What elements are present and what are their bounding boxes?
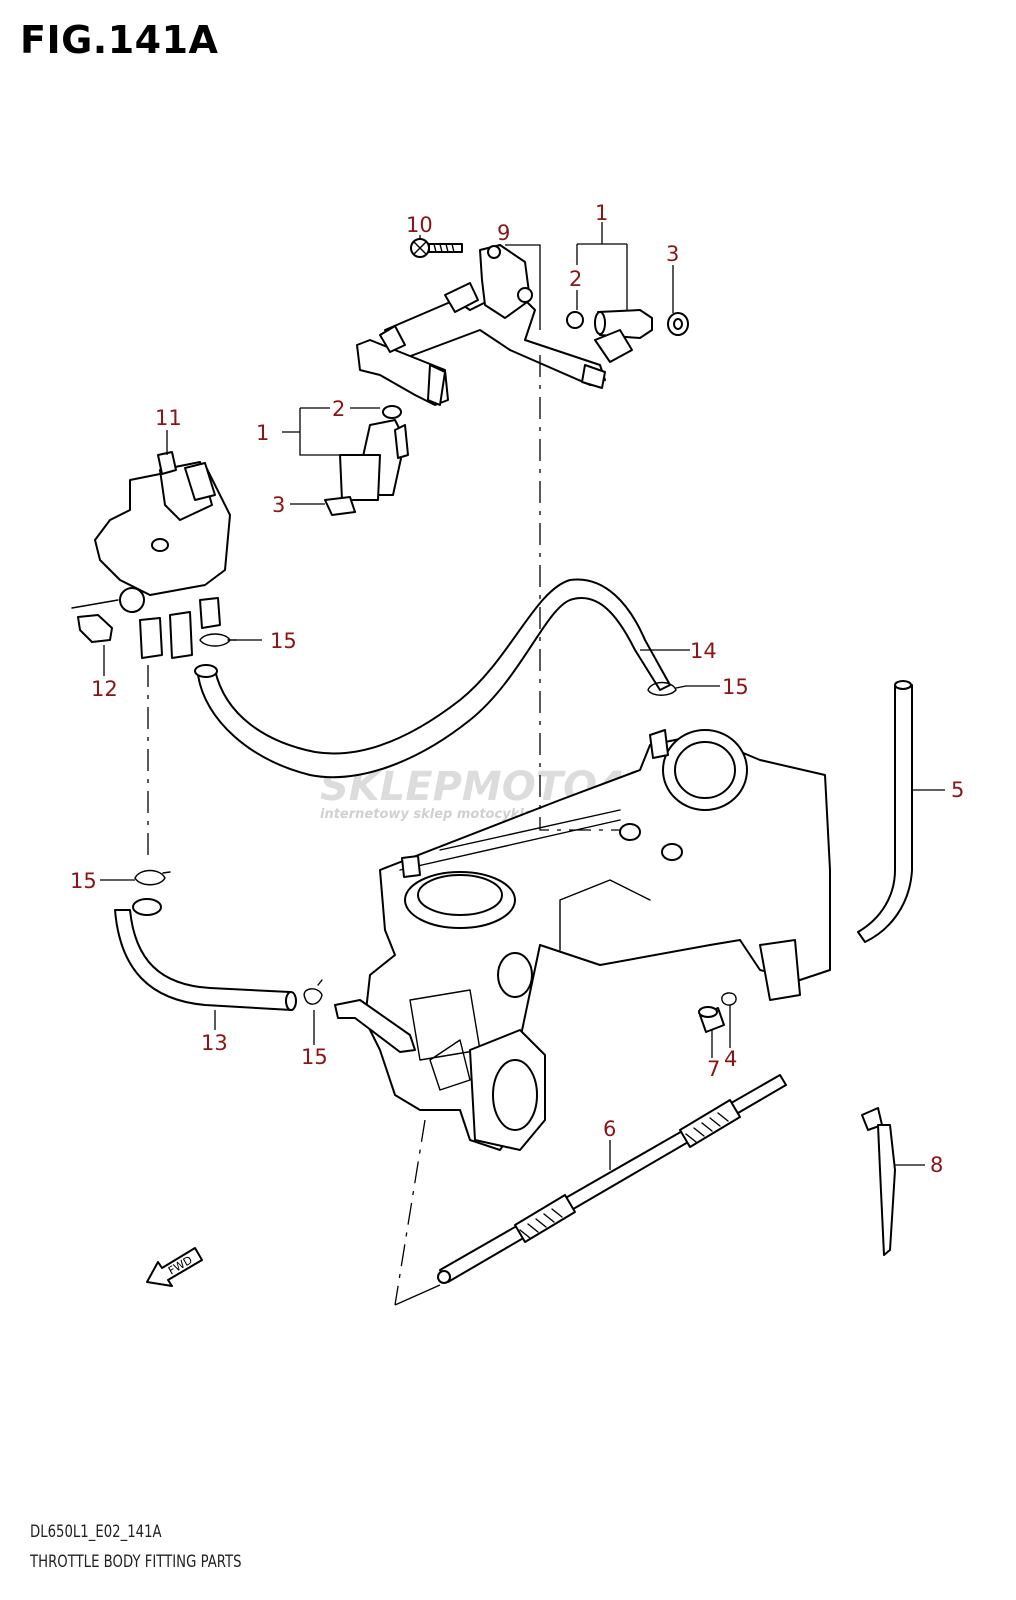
- callout-6: 6: [603, 1117, 616, 1141]
- diagram-caption: THROTTLE BODY FITTING PARTS: [30, 1552, 242, 1572]
- callout-2-left: 2: [332, 397, 345, 421]
- fuel-rail-assembly: [356, 244, 606, 406]
- callout-5: 5: [951, 778, 964, 802]
- callout-15-b: 15: [722, 675, 749, 699]
- idle-air-valve: [71, 451, 231, 659]
- callout-15-a: 15: [270, 629, 297, 653]
- callout-11: 11: [155, 406, 182, 430]
- screw-10: [410, 238, 463, 258]
- callout-12: 12: [91, 677, 118, 701]
- fwd-arrow: FWD: [146, 1247, 203, 1287]
- callout-14: 14: [690, 639, 717, 663]
- callout-7: 7: [707, 1057, 720, 1081]
- callout-3-top: 3: [666, 242, 679, 266]
- injector-top: [566, 309, 689, 363]
- callout-9: 9: [497, 221, 510, 245]
- watermark-subtext: internetowy sklep motocyklowy: [320, 807, 554, 822]
- callout-1-left: 1: [256, 421, 269, 445]
- hose-14: [194, 578, 671, 779]
- callout-4: 4: [724, 1047, 737, 1071]
- callout-13: 13: [201, 1031, 228, 1055]
- diagram-code: DL650L1_E02_141A: [30, 1522, 162, 1542]
- callout-2-top: 2: [569, 267, 582, 291]
- cable-6: [437, 1074, 787, 1284]
- callout-1-top: 1: [595, 201, 608, 225]
- hose-13: [114, 898, 297, 1011]
- tie-8: [861, 1107, 896, 1256]
- clamps-15: [134, 633, 687, 1005]
- injector-left: [324, 405, 409, 516]
- callout-8: 8: [930, 1153, 943, 1177]
- callout-15-d: 15: [301, 1045, 328, 1069]
- callout-15-c: 15: [70, 869, 97, 893]
- leader-lines: [100, 222, 945, 1170]
- assembly-lines: [147, 355, 620, 1306]
- callout-3-left: 3: [272, 493, 285, 517]
- hose-5: [857, 680, 913, 943]
- figure-title: FIG.141A: [20, 18, 219, 62]
- cap-7-clip-4: [698, 992, 737, 1033]
- throttle-body: [334, 729, 831, 1151]
- callout-10: 10: [406, 213, 433, 237]
- callouts: 1 2 3 9 10 1 2 3 11 12 14 15 15 15 15 5 …: [70, 201, 964, 1177]
